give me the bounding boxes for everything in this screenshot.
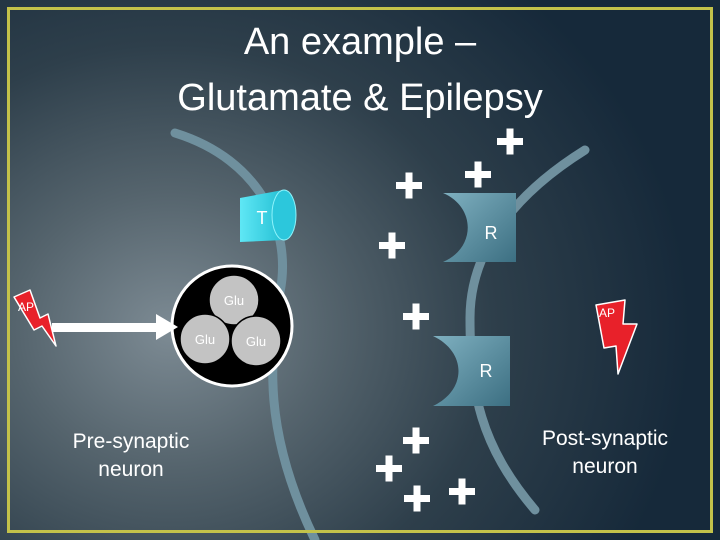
action-potential-left: AP bbox=[13, 289, 57, 347]
plus-icon bbox=[465, 161, 491, 188]
signal-arrow bbox=[52, 314, 178, 340]
lightning-left bbox=[13, 289, 57, 347]
plus-icon bbox=[404, 485, 430, 512]
plus-icon bbox=[497, 128, 523, 155]
action-potential-right: AP bbox=[595, 299, 638, 375]
receptor-1-shape bbox=[443, 193, 516, 262]
plus-icon bbox=[379, 232, 405, 259]
postsynaptic-label: Post-synaptic neuron bbox=[541, 427, 669, 478]
glu-label-2: Glu bbox=[195, 332, 215, 347]
receptor-2: R bbox=[433, 336, 510, 406]
transporter-label: T bbox=[257, 208, 268, 228]
plus-icon bbox=[403, 427, 429, 454]
receptor-1-label: R bbox=[485, 223, 498, 243]
transporter-cap bbox=[271, 189, 297, 241]
plus-icon bbox=[449, 478, 475, 505]
slide-title: An example – Glutamate & Epilepsy bbox=[60, 14, 660, 126]
arrow-head bbox=[156, 314, 178, 340]
glu-label-3: Glu bbox=[246, 334, 266, 349]
receptor-2-shape bbox=[433, 336, 510, 406]
title-line-2: Glutamate & Epilepsy bbox=[177, 77, 543, 119]
glu-label-1: Glu bbox=[224, 293, 244, 308]
receptor-1: R bbox=[443, 193, 516, 262]
arrow-shaft bbox=[52, 323, 160, 332]
ap-label-right: AP bbox=[599, 306, 615, 320]
plus-icon bbox=[396, 172, 422, 199]
glu-molecule-3 bbox=[230, 315, 282, 367]
postsynaptic-membrane bbox=[465, 145, 590, 515]
glu-molecule-1 bbox=[208, 274, 260, 326]
lightning-right bbox=[595, 299, 638, 375]
plus-icon bbox=[376, 455, 402, 482]
plus-icon bbox=[403, 303, 429, 330]
ap-label-left: AP bbox=[18, 300, 34, 314]
transporter: T bbox=[240, 189, 297, 242]
receptor-2-label: R bbox=[480, 361, 493, 381]
title-line-1: An example – bbox=[243, 21, 477, 63]
vesicle: Glu Glu Glu bbox=[170, 264, 294, 388]
plus-signs bbox=[376, 128, 523, 512]
presynaptic-label: Pre-synaptic neuron bbox=[72, 430, 190, 481]
glu-molecule-2 bbox=[179, 313, 231, 365]
